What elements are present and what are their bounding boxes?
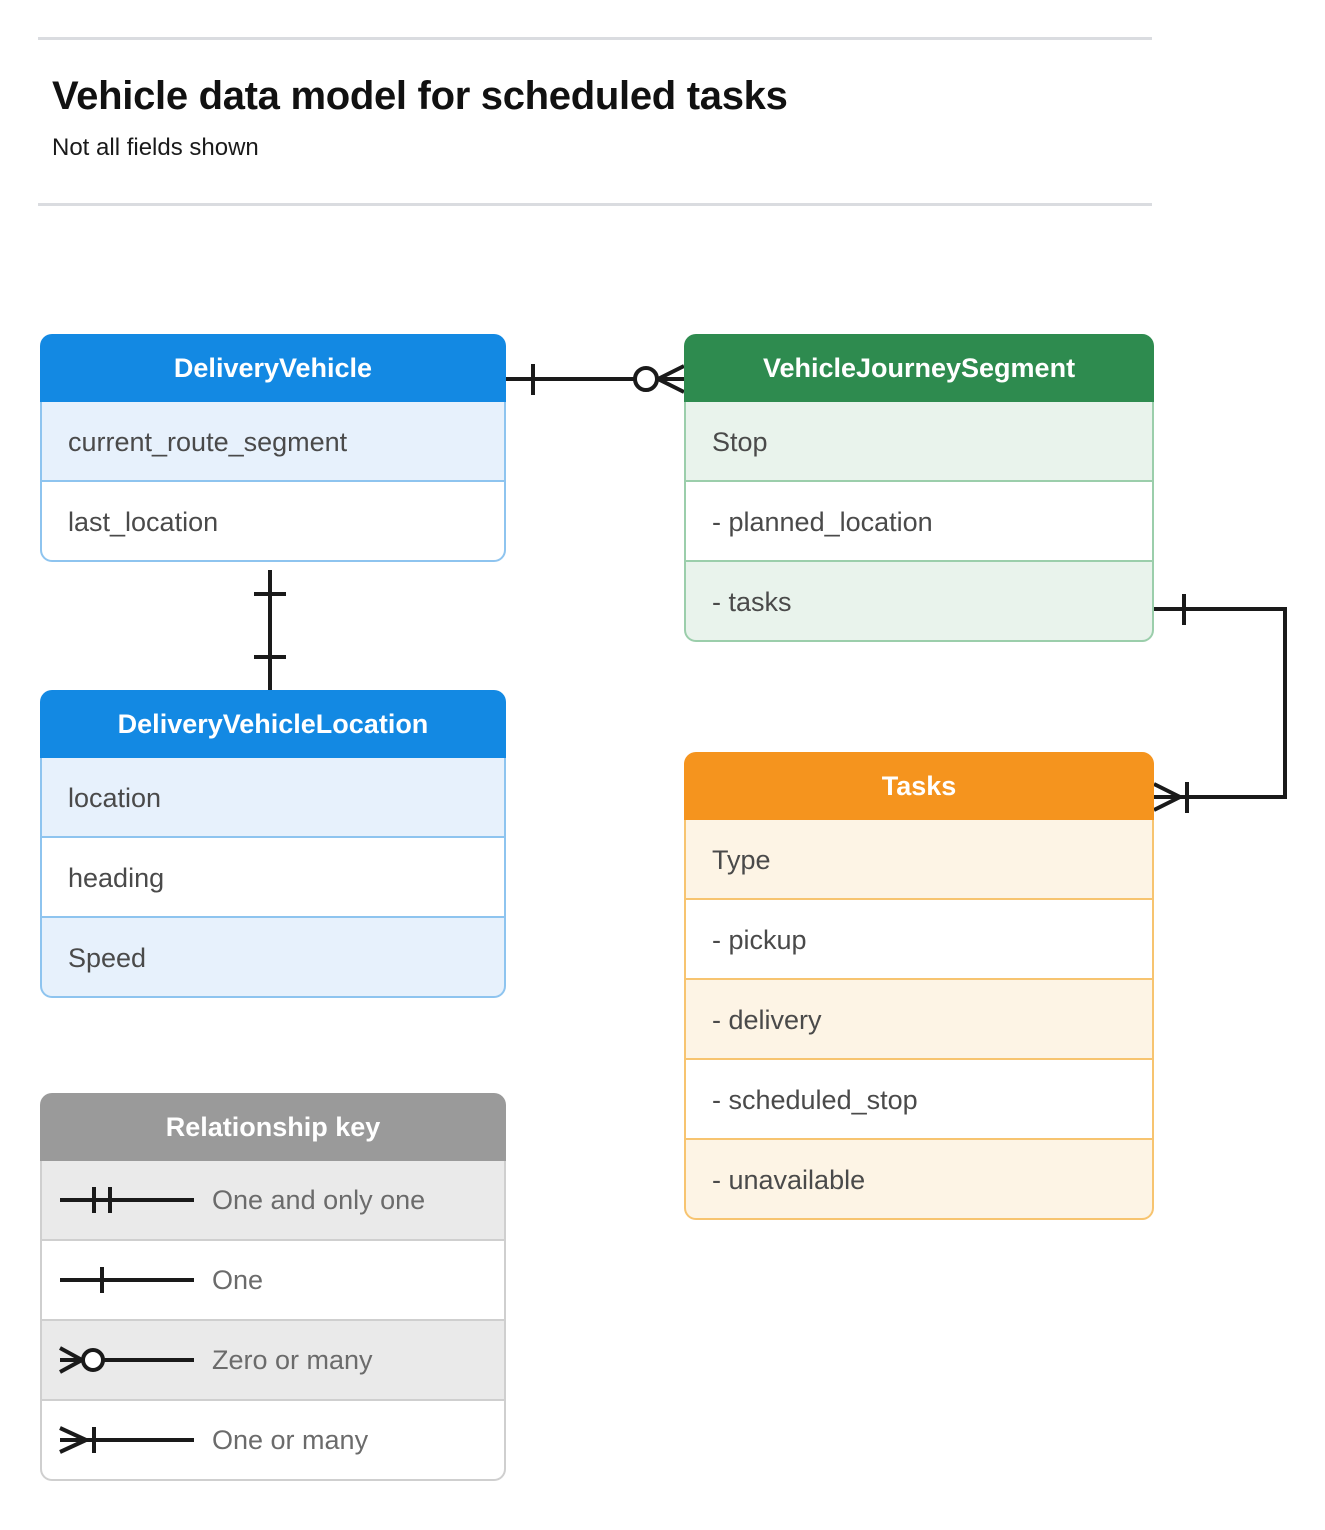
entity-field-speed[interactable]: Speed [40,918,506,998]
entity-field-tasks[interactable]: - tasks [684,562,1154,642]
entity-field-planned-location[interactable]: - planned_location [684,482,1154,562]
header-divider-top [38,37,1152,40]
header-divider-bottom [38,203,1152,206]
connector-deliveryvehicle-vehiclejourneysegment [506,364,685,395]
one-and-only-one-icon [42,1180,212,1220]
entity-delivery-vehicle-location[interactable]: DeliveryVehicleLocation location heading… [40,690,506,998]
entity-field-last-location[interactable]: last_location [40,482,506,562]
legend-item-one-and-only-one: One and only one [40,1161,506,1241]
relationship-key-title: Relationship key [40,1093,506,1161]
entity-tasks[interactable]: Tasks Type - pickup - delivery - schedul… [684,752,1154,1220]
legend-item-zero-or-many: Zero or many [40,1321,506,1401]
entity-field-pickup[interactable]: - pickup [684,900,1154,980]
legend-item-one-or-many: One or many [40,1401,506,1481]
relationship-key: Relationship key One and only one One [40,1093,506,1481]
legend-label-one: One [212,1264,264,1295]
legend-label-one-or-many: One or many [212,1424,369,1455]
page-subtitle: Not all fields shown [52,134,259,161]
entity-field-unavailable[interactable]: - unavailable [684,1140,1154,1220]
entity-field-current-route-segment[interactable]: current_route_segment [40,402,506,482]
legend-item-one: One [40,1241,506,1321]
entity-field-type[interactable]: Type [684,820,1154,900]
entity-field-scheduled-stop[interactable]: - scheduled_stop [684,1060,1154,1140]
legend-label-zero-or-many: Zero or many [212,1344,373,1375]
entity-field-location[interactable]: location [40,758,506,838]
page-title: Vehicle data model for scheduled tasks [52,74,788,118]
legend-label-one-and-only-one: One and only one [212,1184,426,1215]
entity-field-delivery[interactable]: - delivery [684,980,1154,1060]
zero-or-many-icon [42,1340,212,1380]
connector-deliveryvehicle-deliveryvehiclelocation [254,570,286,690]
entity-title-delivery-vehicle: DeliveryVehicle [40,334,506,402]
entity-title-tasks: Tasks [684,752,1154,820]
connector-vehiclejourneysegment-tasks [1153,594,1287,813]
entity-vehicle-journey-segment[interactable]: VehicleJourneySegment Stop - planned_loc… [684,334,1154,642]
entity-title-vehicle-journey-segment: VehicleJourneySegment [684,334,1154,402]
entity-field-heading[interactable]: heading [40,838,506,918]
one-or-many-icon [42,1420,212,1460]
one-icon [42,1260,212,1300]
entity-title-delivery-vehicle-location: DeliveryVehicleLocation [40,690,506,758]
entity-delivery-vehicle[interactable]: DeliveryVehicle current_route_segment la… [40,334,506,562]
entity-field-stop[interactable]: Stop [684,402,1154,482]
